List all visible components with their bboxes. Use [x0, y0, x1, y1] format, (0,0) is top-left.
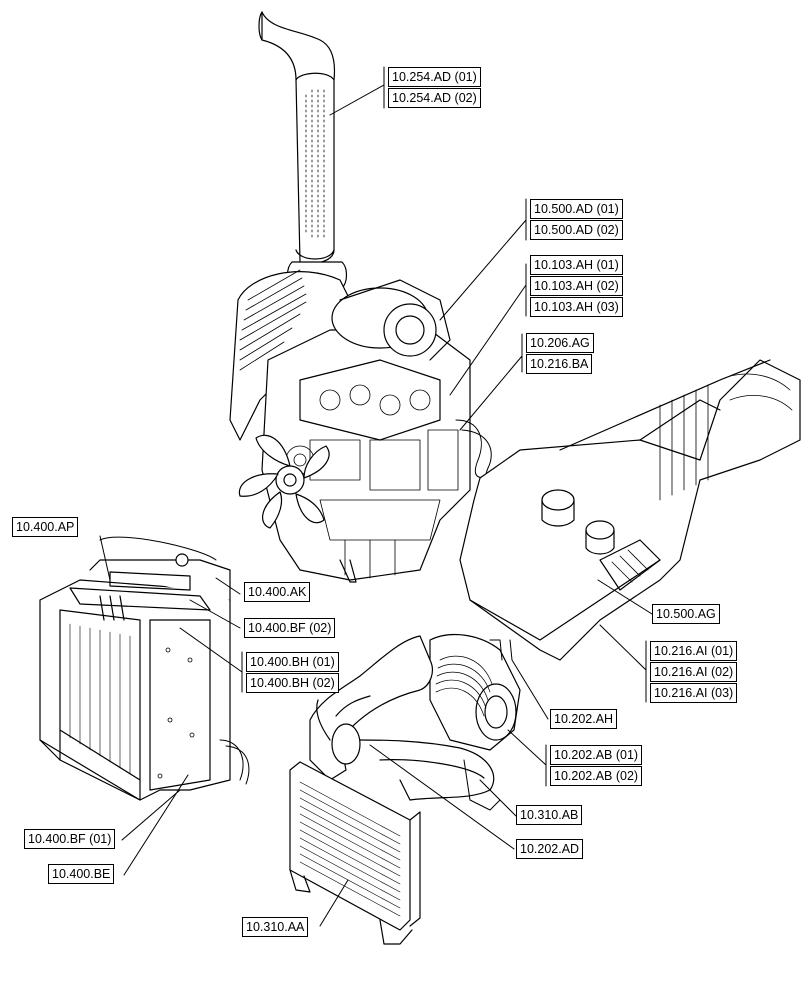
- exhaust-stack-drawing: [258, 11, 348, 289]
- callout-10.202.AB-01[interactable]: 10.202.AB (01): [550, 745, 643, 765]
- callout-10.400.BF-01[interactable]: 10.400.BF (01): [24, 829, 116, 849]
- callout-10.103.AH-01[interactable]: 10.103.AH (01): [530, 255, 623, 275]
- callout-10.254.AD-02[interactable]: 10.254.AD (02): [388, 88, 481, 108]
- engine-drawing: [229, 269, 505, 583]
- callout-10.202.AD[interactable]: 10.202.AD: [516, 839, 584, 859]
- callout-10.216.BA[interactable]: 10.216.BA: [526, 354, 593, 374]
- callout-10.310.AA[interactable]: 10.310.AA: [242, 917, 309, 937]
- callout-10.206.AG[interactable]: 10.206.AG: [526, 333, 594, 353]
- callout-10.400.AK[interactable]: 10.400.AK: [244, 582, 311, 602]
- intake-and-cooler-drawing: [289, 635, 501, 945]
- air-filter-drawing: [429, 633, 521, 751]
- callout-10.216.AI-01[interactable]: 10.216.AI (01): [650, 641, 738, 661]
- callout-10.103.AH-02[interactable]: 10.103.AH (02): [530, 276, 623, 296]
- callout-10.400.BF-02[interactable]: 10.400.BF (02): [244, 618, 336, 638]
- callout-10.400.BH-01[interactable]: 10.400.BH (01): [246, 652, 339, 672]
- callout-10.500.AD-02[interactable]: 10.500.AD (02): [530, 220, 623, 240]
- callout-10.310.AB[interactable]: 10.310.AB: [516, 805, 583, 825]
- callout-10.400.BE[interactable]: 10.400.BE: [48, 864, 115, 884]
- callout-10.202.AB-02[interactable]: 10.202.AB (02): [550, 766, 643, 786]
- callout-10.202.AH[interactable]: 10.202.AH: [550, 709, 618, 729]
- callout-10.400.BH-02[interactable]: 10.400.BH (02): [246, 673, 339, 693]
- radiator-drawing: [39, 536, 250, 801]
- callout-10.216.AI-03[interactable]: 10.216.AI (03): [650, 683, 738, 703]
- callout-10.500.AG[interactable]: 10.500.AG: [652, 604, 720, 624]
- callout-10.216.AI-02[interactable]: 10.216.AI (02): [650, 662, 738, 682]
- fan-drawing: [238, 434, 330, 529]
- callout-10.400.AP[interactable]: 10.400.AP: [12, 517, 79, 537]
- leader-lines: [99, 66, 653, 927]
- callout-10.254.AD-01[interactable]: 10.254.AD (01): [388, 67, 481, 87]
- fuel-tank-drawing: [459, 359, 801, 661]
- callout-10.500.AD-01[interactable]: 10.500.AD (01): [530, 199, 623, 219]
- callout-10.103.AH-03[interactable]: 10.103.AH (03): [530, 297, 623, 317]
